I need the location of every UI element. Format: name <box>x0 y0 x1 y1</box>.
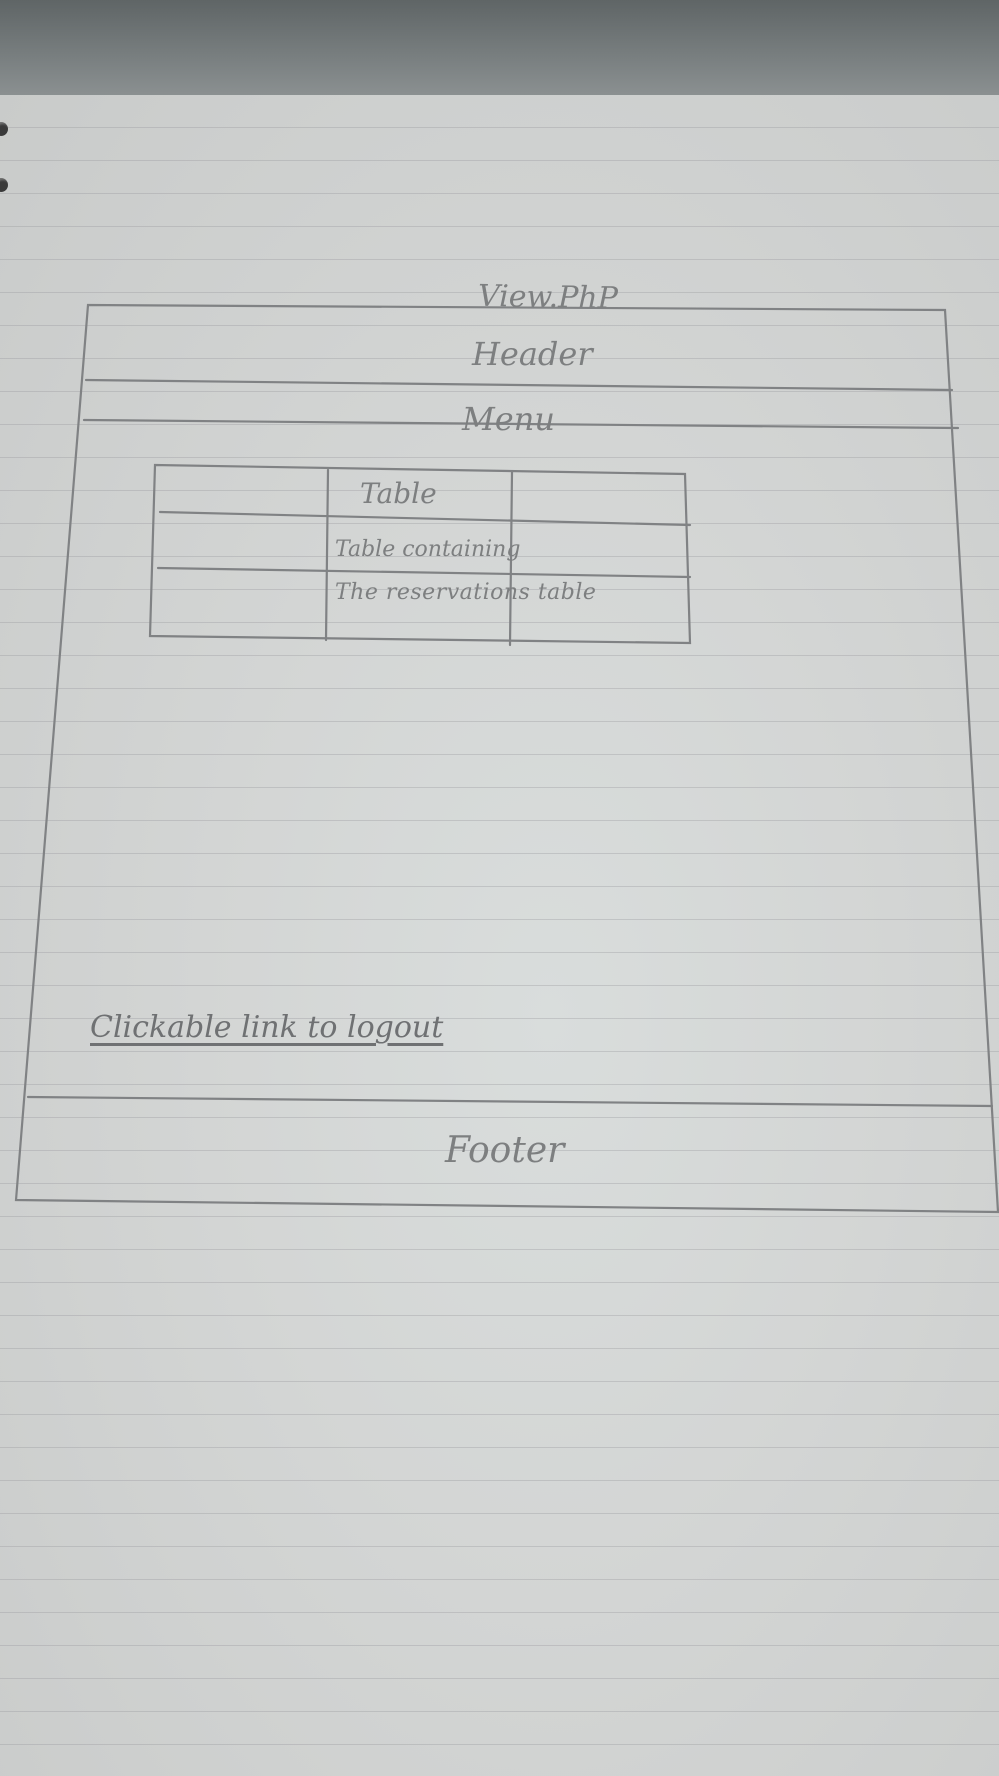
binder-ring-icon <box>0 122 8 136</box>
page-title: View.PhP <box>477 278 619 317</box>
table-row-1 <box>158 510 692 527</box>
footer-divider <box>26 1095 994 1108</box>
header-label: Header <box>472 335 593 373</box>
ruled-lines <box>0 95 999 1776</box>
menu-divider <box>82 418 960 430</box>
table-border <box>148 463 692 645</box>
header-divider <box>84 378 954 392</box>
table-row-2 <box>156 566 692 579</box>
table-column-2 <box>508 470 514 647</box>
footer-label: Footer <box>445 1130 565 1171</box>
table-description-line2: The reservations table <box>335 580 597 605</box>
menu-label: Menu <box>462 400 555 438</box>
table-column-1 <box>324 468 330 642</box>
binder-ring-icon <box>0 178 8 192</box>
table-heading: Table <box>360 477 437 510</box>
logout-link[interactable]: Clickable link to logout <box>90 1010 444 1045</box>
outer-frame <box>14 303 999 1214</box>
notebook-paper <box>0 95 999 1776</box>
table-description-line1: Table containing <box>335 537 521 562</box>
